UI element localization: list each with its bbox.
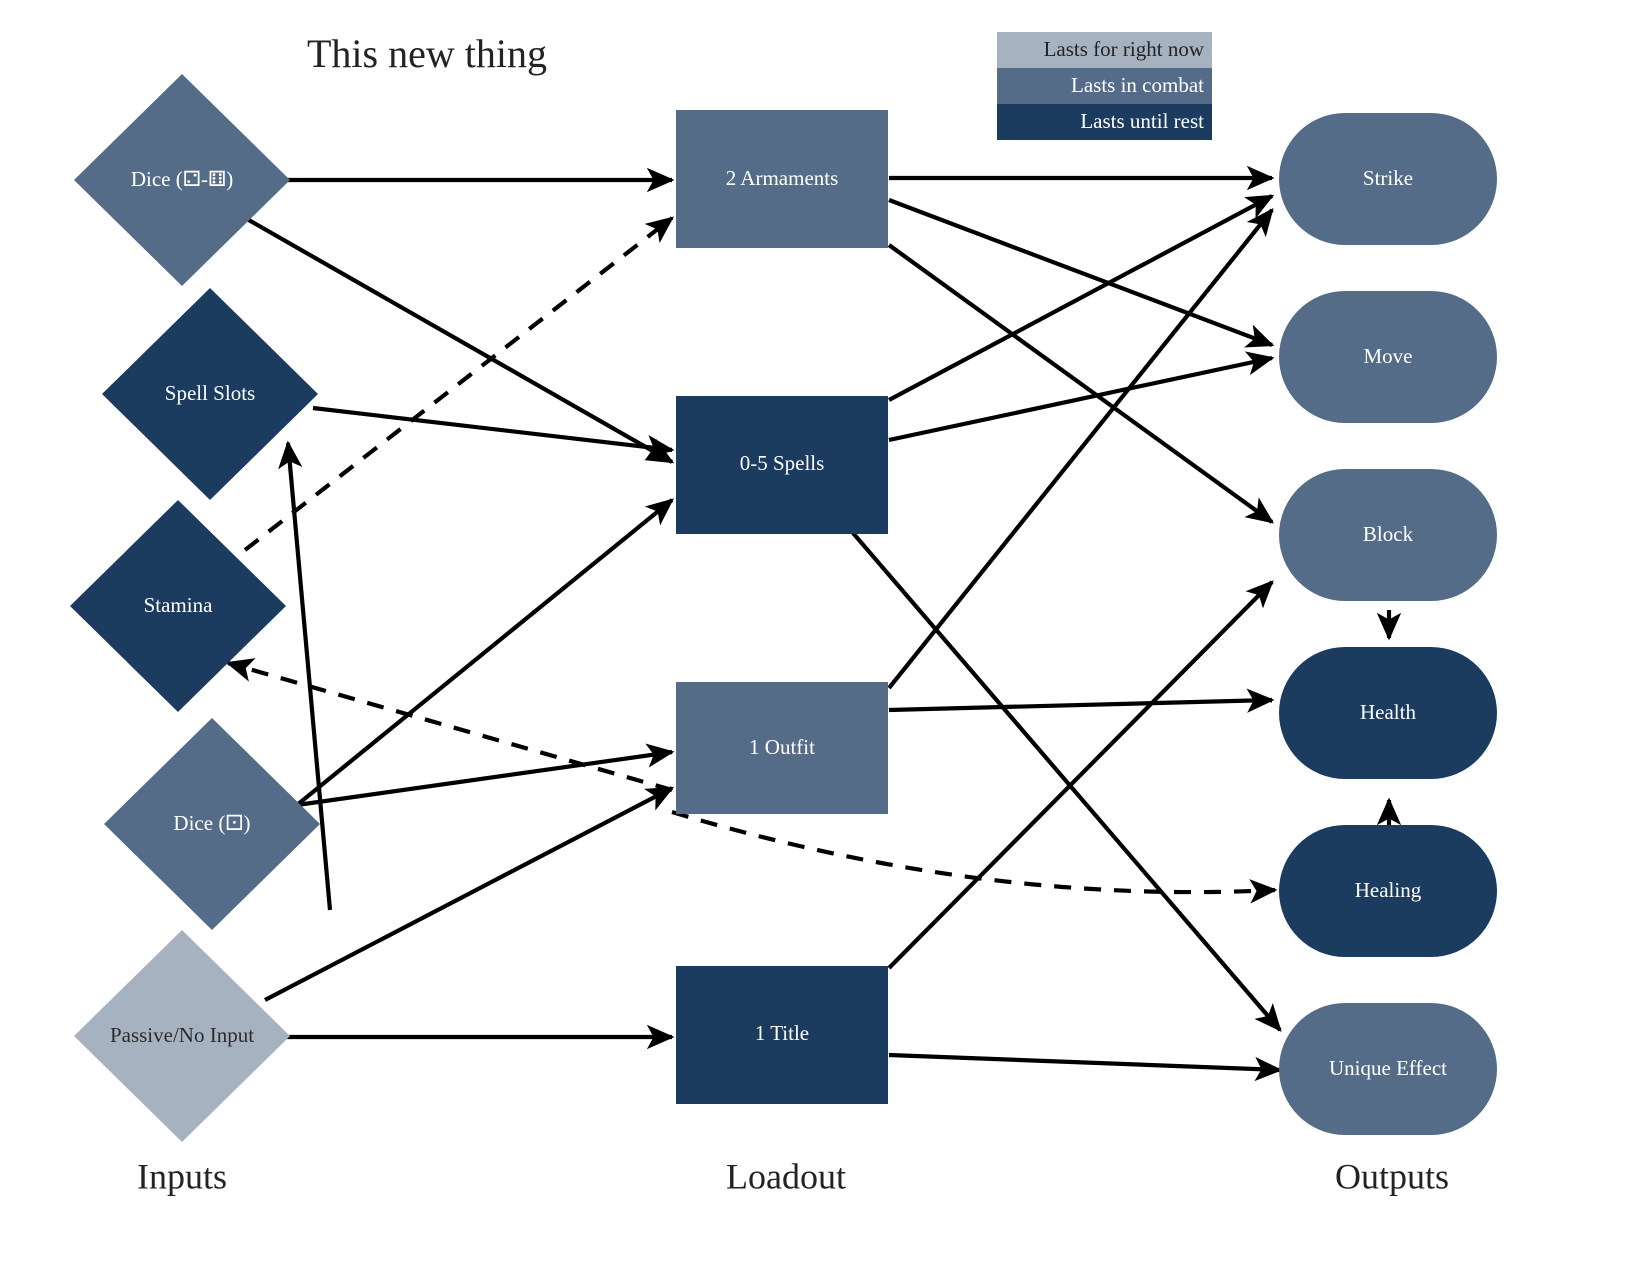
input-label-spell-slots: Spell Slots <box>165 381 255 405</box>
pill-shape <box>1279 1003 1497 1135</box>
output-label-health: Health <box>1360 700 1416 724</box>
diamond-shape <box>74 930 290 1142</box>
edge-dice1-spells <box>295 498 674 807</box>
legend-swatch-lasts-combat <box>997 68 1212 104</box>
legend-row-0: Lasts for right now <box>997 32 1212 68</box>
loadout-label-outfit: 1 Outfit <box>749 735 815 759</box>
edge-title-health <box>887 580 1274 970</box>
output-node-move[interactable]: Move <box>1279 291 1497 423</box>
input-node-spell-slots[interactable]: Spell Slots <box>102 288 318 500</box>
legend: Lasts for right now Lasts in combat Last… <box>997 32 1212 140</box>
edge-outfit-stamina <box>225 658 673 793</box>
edge-layer <box>225 165 1402 1082</box>
edge-armaments-move <box>888 198 1275 348</box>
loadout-node-armaments[interactable]: 2 Armaments <box>676 110 888 248</box>
column-label-inputs: Inputs <box>137 1156 227 1196</box>
output-node-block[interactable]: Block <box>1279 469 1497 601</box>
output-label-unique: Unique Effect <box>1329 1056 1447 1080</box>
input-label-dice26: Dice (⚁-⚅) <box>131 167 233 191</box>
input-label-stamina: Stamina <box>144 593 214 617</box>
edge-spellslots-spells <box>312 405 675 460</box>
pill-shape <box>1279 647 1497 779</box>
legend-label-lasts-now: Lasts for right now <box>1044 37 1205 61</box>
edge-dice1-outfit <box>296 743 675 808</box>
legend-swatch-lasts-now <box>997 32 1212 68</box>
edge-stamina-armaments <box>243 216 674 552</box>
output-node-health[interactable]: Health <box>1279 647 1497 779</box>
input-label-dice1: Dice (⚀) <box>173 811 250 835</box>
diamond-shape <box>104 718 320 930</box>
loadout-group: 2 Armaments 0-5 Spells 1 Outfit 1 Title <box>676 110 888 1104</box>
diamond-shape <box>74 74 290 286</box>
diamond-shape <box>70 500 286 712</box>
legend-swatch-lasts-rest <box>997 104 1212 140</box>
output-node-unique[interactable]: Unique Effect <box>1279 1003 1497 1135</box>
rect-shape <box>676 396 888 534</box>
output-label-move: Move <box>1364 344 1413 368</box>
output-label-strike: Strike <box>1363 166 1413 190</box>
pill-shape <box>1279 469 1497 601</box>
input-node-passive[interactable]: Passive/No Input <box>74 930 290 1142</box>
output-node-strike[interactable]: Strike <box>1279 113 1497 245</box>
legend-row-1: Lasts in combat <box>997 68 1212 104</box>
loadout-node-title[interactable]: 1 Title <box>676 966 888 1104</box>
rect-shape <box>676 110 888 248</box>
outputs-group: Strike Move Block Health Healing Unique … <box>1279 113 1497 1135</box>
loadout-label-armaments: 2 Armaments <box>726 166 839 190</box>
edge-spells-unique <box>851 531 1282 1032</box>
page-title: This new thing <box>307 31 547 76</box>
output-label-block: Block <box>1363 522 1414 546</box>
inputs-group: Dice (⚁-⚅) Spell Slots Stamina Dice (⚀) … <box>70 74 320 1142</box>
edge-spells-strike <box>888 194 1275 402</box>
legend-label-lasts-combat: Lasts in combat <box>1071 73 1204 97</box>
pill-shape <box>1279 825 1497 957</box>
pill-shape <box>1279 291 1497 423</box>
input-node-stamina[interactable]: Stamina <box>70 500 286 712</box>
pill-shape <box>1279 113 1497 245</box>
edge-dice26-spells <box>238 213 675 464</box>
edge-spells-move <box>888 351 1275 443</box>
diamond-shape <box>102 288 318 500</box>
edge-dice1-spellslots <box>278 440 333 911</box>
column-label-loadout: Loadout <box>726 1156 846 1196</box>
loadout-label-title: 1 Title <box>755 1021 809 1045</box>
edge-outfit-health <box>888 688 1275 713</box>
input-node-dice26[interactable]: Dice (⚁-⚅) <box>74 74 290 286</box>
column-label-outputs: Outputs <box>1335 1156 1449 1196</box>
rect-shape <box>676 966 888 1104</box>
edge-armaments-block <box>887 243 1275 524</box>
rect-shape <box>676 682 888 814</box>
edge-title-unique <box>888 1052 1283 1082</box>
loadout-label-spells: 0-5 Spells <box>740 451 825 475</box>
edge-outfit-strike <box>887 208 1274 690</box>
edge-passive-outfit <box>264 786 675 1002</box>
legend-label-lasts-rest: Lasts until rest <box>1080 109 1204 133</box>
loadout-node-spells[interactable]: 0-5 Spells <box>676 396 888 534</box>
loadout-node-outfit[interactable]: 1 Outfit <box>676 682 888 814</box>
legend-row-2: Lasts until rest <box>997 104 1212 140</box>
input-label-passive: Passive/No Input <box>110 1023 254 1047</box>
output-node-healing[interactable]: Healing <box>1279 825 1497 957</box>
output-label-healing: Healing <box>1355 878 1422 902</box>
input-node-dice1[interactable]: Dice (⚀) <box>104 718 320 930</box>
